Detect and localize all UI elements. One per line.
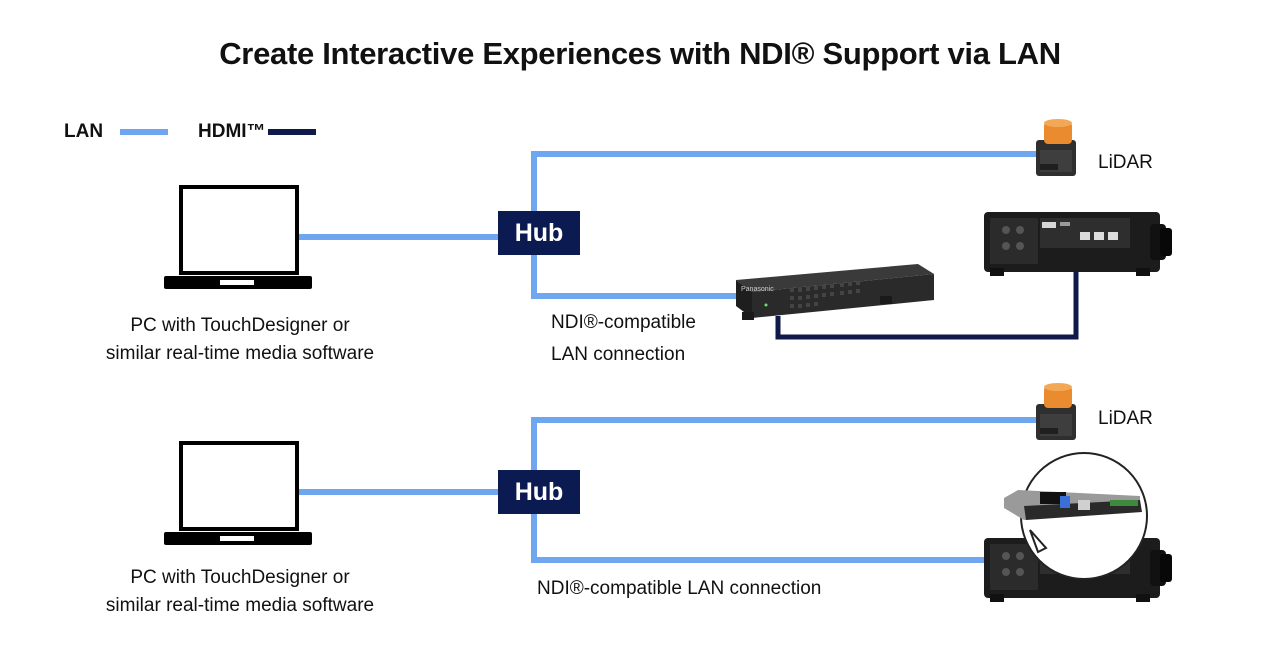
top-laptop-icon xyxy=(164,185,312,289)
bottom-connection-label: NDI®-compatible LAN connection xyxy=(537,578,822,599)
media-processor-icon xyxy=(736,264,934,320)
bottom-pc-label-line2: similar real-time media software xyxy=(105,595,375,616)
top-hub-label: Hub xyxy=(514,219,564,247)
bottom-hub-box xyxy=(498,470,580,514)
legend-hdmi-swatch xyxy=(268,129,316,135)
top-connection-label-line1: NDI®-compatible xyxy=(551,312,696,333)
bottom-laptop-icon xyxy=(164,441,312,545)
top-pc-label-line1: PC with TouchDesigner or xyxy=(130,315,350,336)
legend-hdmi-label: HDMI™ xyxy=(198,121,266,142)
top-lan-lines xyxy=(298,151,1040,299)
top-hdmi-line xyxy=(775,262,1079,340)
media-processor-brand: Panasonic xyxy=(741,286,774,293)
top-hub-box xyxy=(498,211,580,255)
top-lidar-label: LiDAR xyxy=(1098,152,1153,173)
bottom-pc-label-line1: PC with TouchDesigner or xyxy=(130,567,350,588)
top-connection-label-line2: LAN connection xyxy=(551,344,686,365)
top-pc-label-line2: similar real-time media software xyxy=(105,343,375,364)
bottom-lidar-icon xyxy=(1036,383,1076,440)
legend-lan-label: LAN xyxy=(64,121,104,142)
legend-lan-swatch xyxy=(120,129,168,135)
page-title: Create Interactive Experiences with NDI®… xyxy=(219,36,1061,71)
top-projector-icon xyxy=(984,212,1172,276)
top-lidar-icon xyxy=(1036,119,1076,176)
ndi-board-callout xyxy=(1004,452,1148,580)
bottom-lidar-label: LiDAR xyxy=(1098,408,1153,429)
bottom-lan-lines xyxy=(298,417,1040,563)
bottom-hub-label: Hub xyxy=(514,478,564,506)
